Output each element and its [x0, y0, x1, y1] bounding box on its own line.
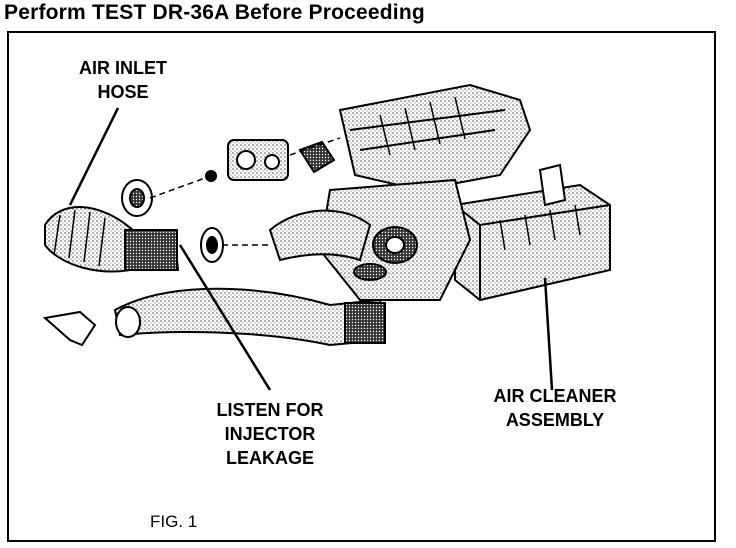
throttle-body [318, 178, 472, 301]
figure-caption: FIG. 1 [150, 512, 198, 531]
label-line: AIR CLEANER [493, 386, 617, 406]
label-line: ASSEMBLY [505, 410, 605, 430]
label-line: INJECTOR [224, 424, 316, 444]
lower-duct-hose [42, 287, 387, 347]
label-line: HOSE [97, 82, 149, 102]
page-heading: Perform TEST DR-36A Before Proceeding [4, 1, 425, 24]
label-line: AIR INLET [79, 58, 167, 78]
assembly-dash-lines [149, 137, 341, 246]
label-listen-for-leakage: LISTEN FOR INJECTOR LEAKAGE [200, 398, 340, 470]
air-inlet-hose-shape [44, 206, 180, 273]
label-line: LISTEN FOR [216, 400, 324, 420]
label-line: LEAKAGE [225, 448, 314, 468]
intake-manifold [338, 83, 532, 192]
label-air-cleaner-assembly: AIR CLEANER ASSEMBLY [470, 384, 640, 432]
air-cleaner-assembly-shape [454, 163, 611, 302]
label-air-inlet-hose: AIR INLET HOSE [62, 56, 184, 104]
figure-frame [7, 31, 716, 542]
upper-duct [268, 209, 372, 262]
idle-air-valve [205, 139, 336, 182]
leader-lines [68, 107, 554, 391]
